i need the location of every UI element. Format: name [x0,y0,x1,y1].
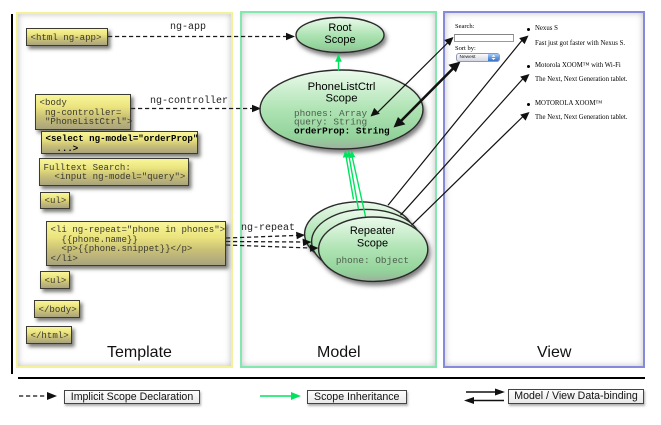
svg-text:Scope: Scope [325,93,357,105]
svg-text:PhoneListCtrl: PhoneListCtrl [308,81,376,93]
svg-text:phone: Object: phone: Object [336,255,409,266]
svg-text:query: String: query: String [294,117,367,128]
svg-text:Repeater: Repeater [350,225,396,237]
svg-text:phones: Array: phones: Array [294,108,368,119]
svg-text:Scope: Scope [357,238,388,250]
svg-text:orderProp: String: orderProp: String [294,125,390,136]
svg-text:Scope: Scope [324,34,355,46]
svg-text:Root: Root [328,22,351,34]
